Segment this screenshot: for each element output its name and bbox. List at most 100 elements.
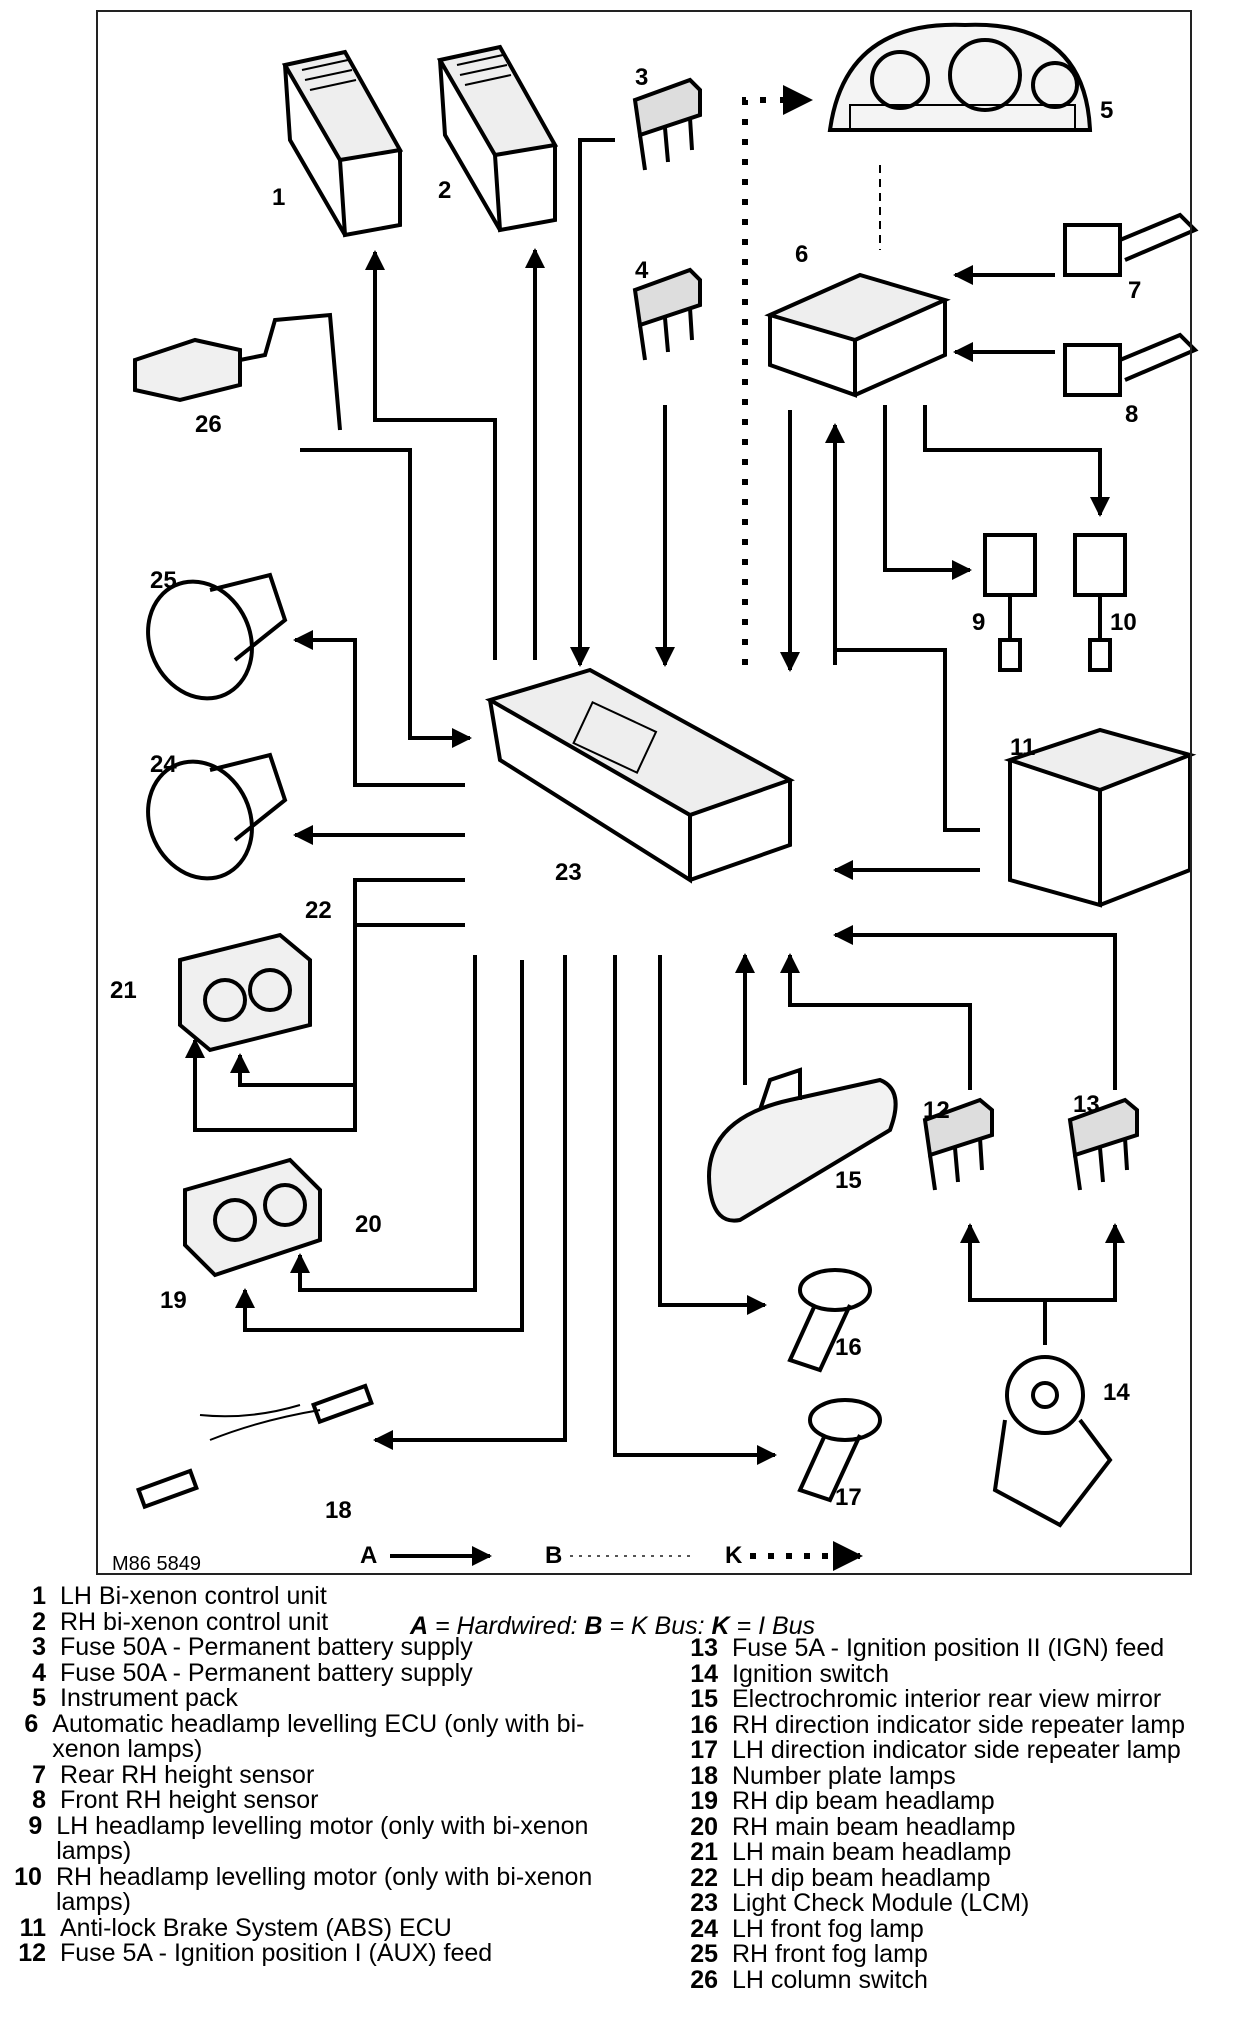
legend-number: 17 bbox=[690, 1736, 718, 1764]
component-number: 14 bbox=[1103, 1379, 1130, 1406]
legend-item: 22 LH dip beam headlamp bbox=[680, 1863, 1240, 1892]
legend-item: 21 LH main beam headlamp bbox=[680, 1838, 1240, 1866]
fuse-12-icon bbox=[922, 1097, 994, 1191]
component-number: 16 bbox=[835, 1334, 862, 1361]
diagram-key: A B K bbox=[360, 1541, 863, 1571]
component-number: 2 bbox=[438, 177, 451, 204]
legend-item: 17 LH direction indicator side repeater l… bbox=[680, 1736, 1240, 1764]
component-number: 7 bbox=[1128, 277, 1141, 304]
legend-text: LH Bi-xenon control unit bbox=[60, 1582, 327, 1610]
legend-number: 20 bbox=[690, 1812, 718, 1841]
component-number: 9 bbox=[972, 609, 985, 636]
legend-number: 23 bbox=[690, 1889, 718, 1917]
component-number: 4 bbox=[635, 257, 649, 284]
legend-number: 21 bbox=[690, 1838, 718, 1866]
component-number-labels: 1 2 3 4 5 6 7 8 9 10 11 12 13 14 15 16 1… bbox=[110, 64, 1141, 1524]
legend-text: Rear RH height sensor bbox=[60, 1760, 315, 1789]
component-number: 25 bbox=[150, 567, 177, 594]
legend-number: 22 bbox=[690, 1863, 718, 1892]
legend-number: 5 bbox=[32, 1684, 46, 1712]
legend-item: 10 RH headlamp levelling motor (only with… bbox=[0, 1862, 620, 1916]
legend-number: 11 bbox=[19, 1913, 46, 1942]
legend-text: Electrochromic interior rear view mirror bbox=[732, 1685, 1162, 1713]
legend-item: 2 RH bi-xenon control unit bbox=[0, 1607, 620, 1636]
fuse-13-icon bbox=[1067, 1097, 1139, 1191]
rh-side-repeater-icon bbox=[787, 1268, 872, 1373]
legend-text: LH column switch bbox=[732, 1965, 928, 1994]
legend-text: Fuse 50A - Permanent battery supply bbox=[60, 1633, 473, 1661]
lh-side-repeater-icon bbox=[797, 1398, 882, 1503]
front-height-sensor-icon bbox=[1063, 332, 1199, 397]
diagram-frame bbox=[96, 10, 1192, 1575]
component-number: 21 bbox=[110, 977, 137, 1004]
legend-number: 13 bbox=[690, 1634, 718, 1662]
legend-item: 1 LH Bi-xenon control unit bbox=[0, 1582, 620, 1610]
component-number: 15 bbox=[835, 1167, 862, 1194]
legend-text: LH dip beam headlamp bbox=[732, 1863, 991, 1892]
legend-item: 23 Light Check Module (LCM) bbox=[680, 1889, 1240, 1917]
component-number: 10 bbox=[1110, 609, 1137, 636]
component-number: 5 bbox=[1100, 97, 1113, 124]
legend-text: RH headlamp levelling motor (only with b… bbox=[55, 1862, 593, 1916]
component-number: 11 bbox=[1010, 734, 1035, 761]
i-bus-connection bbox=[742, 85, 813, 665]
lh-bixenon-unit-icon bbox=[281, 49, 404, 238]
legend-text: Ignition switch bbox=[732, 1659, 890, 1688]
legend-text: LH main beam headlamp bbox=[732, 1838, 1012, 1866]
component-number: 20 bbox=[355, 1211, 382, 1238]
legend-text: RH bi-xenon control unit bbox=[60, 1607, 329, 1636]
rear-height-sensor-icon bbox=[1063, 212, 1199, 277]
instrument-pack-icon bbox=[827, 22, 1093, 132]
legend-item: 15 Electrochromic interior rear view mirr… bbox=[680, 1685, 1240, 1713]
legend-number: 2 bbox=[32, 1607, 46, 1636]
legend-number: 10 bbox=[14, 1862, 42, 1891]
component-number: 13 bbox=[1073, 1091, 1100, 1118]
light-check-module-icon bbox=[484, 667, 795, 884]
legend-number: 9 bbox=[28, 1811, 43, 1840]
legend-number: 15 bbox=[690, 1685, 718, 1713]
component-number: 18 bbox=[325, 1497, 352, 1524]
legend-number: 16 bbox=[690, 1710, 718, 1739]
legend-number: 25 bbox=[690, 1940, 718, 1968]
component-number: 1 bbox=[272, 184, 285, 211]
key-k-symbol: K bbox=[725, 1542, 743, 1569]
headlamp-levelling-ecu-icon bbox=[764, 272, 951, 398]
component-number: 6 bbox=[795, 241, 808, 268]
component-number: 23 bbox=[555, 859, 582, 886]
component-number: 22 bbox=[305, 897, 332, 924]
key-explanation-k: K bbox=[711, 1612, 730, 1640]
legend-text: Front RH height sensor bbox=[60, 1786, 319, 1814]
legend-number: 8 bbox=[32, 1786, 46, 1814]
legend-text: Number plate lamps bbox=[732, 1761, 956, 1790]
legend-number: 7 bbox=[32, 1760, 46, 1789]
legend-text: Fuse 5A - Ignition position I (AUX) feed bbox=[60, 1939, 493, 1967]
key-explanation-a: A bbox=[410, 1612, 429, 1640]
legend-item: 25 RH front fog lamp bbox=[680, 1940, 1240, 1968]
legend-number: 6 bbox=[24, 1709, 39, 1738]
legend-left-column: 1 LH Bi-xenon control unit 2 RH bi-xenon c… bbox=[0, 1582, 620, 1967]
legend-text: Light Check Module (LCM) bbox=[732, 1889, 1030, 1917]
legend-number: 26 bbox=[690, 1965, 718, 1994]
rh-bixenon-unit-icon bbox=[436, 44, 559, 233]
legend-text: RH front fog lamp bbox=[732, 1940, 928, 1968]
legend-number: 1 bbox=[32, 1582, 46, 1610]
component-number: 19 bbox=[160, 1287, 187, 1314]
legend-number: 3 bbox=[32, 1633, 46, 1661]
key-a-symbol: A bbox=[360, 1542, 377, 1569]
legend-number: 24 bbox=[690, 1914, 718, 1943]
fuse-4-icon bbox=[632, 267, 702, 361]
legend-text: LH direction indicator side repeater lam… bbox=[732, 1736, 1181, 1764]
legend-number: 19 bbox=[690, 1787, 718, 1815]
legend-number: 4 bbox=[32, 1658, 46, 1687]
legend-text: LH headlamp levelling motor (only with b… bbox=[56, 1811, 589, 1865]
rh-levelling-motor-icon bbox=[1073, 533, 1127, 672]
